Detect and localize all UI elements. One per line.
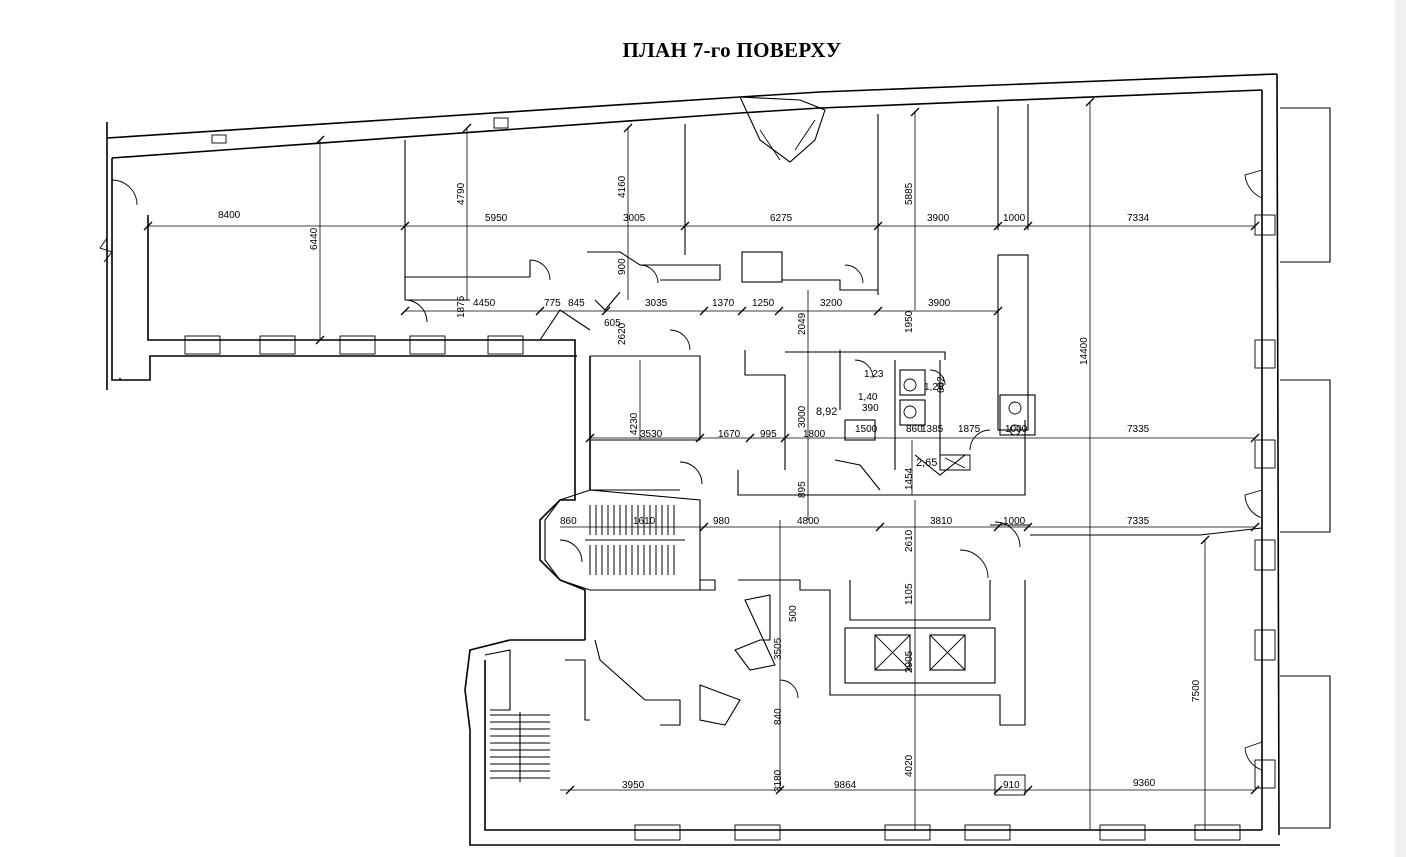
dim-label: 1610 [633, 516, 656, 527]
dim-label: 7335 [1127, 424, 1150, 435]
dim-label: 4020 [904, 754, 915, 777]
dim-label: 845 [568, 298, 585, 309]
dim-label: 1000 [1005, 424, 1028, 435]
dimension-ticks [143, 97, 1260, 795]
dim-label: 980 [713, 516, 730, 527]
dim-label: 3005 [623, 213, 646, 224]
dim-label: 1500 [855, 424, 878, 435]
lower-partitions [484, 521, 1263, 841]
dim-label: 3810 [930, 516, 953, 527]
dim-label: 900 [617, 258, 628, 275]
plan-title: ПЛАН 7-го ПОВЕРХУ [622, 38, 842, 62]
dim-label: 2905 [904, 650, 915, 673]
dim-label: 775 [544, 298, 561, 309]
dim-label: 1370 [712, 298, 735, 309]
dim-label: 3900 [927, 213, 950, 224]
dim-label: 4790 [456, 182, 467, 205]
dim-label: 6440 [309, 227, 320, 250]
dim-label: 1000 [1003, 213, 1026, 224]
dim-label: 4450 [473, 298, 496, 309]
page-edge [1395, 0, 1406, 857]
dim-label: 14400 [1079, 337, 1090, 365]
dim-label: 995 [760, 429, 777, 440]
break-line [99, 237, 113, 263]
stairs [544, 489, 716, 591]
dim-label: 5950 [485, 213, 508, 224]
dim-label: 9864 [834, 780, 857, 791]
dim-label: 5885 [904, 182, 915, 205]
dim-label: 7500 [1191, 679, 1202, 702]
dim-label: 910 [1003, 780, 1020, 791]
dim-label: 6275 [770, 213, 793, 224]
dim-label: 1875 [958, 424, 981, 435]
dim-label: 840 [773, 708, 784, 725]
dim-label: 3505 [773, 637, 784, 660]
dim-label: 602 [936, 376, 947, 393]
dim-label: 1250 [752, 298, 775, 309]
dimension-labels: 8400 5950 3005 6275 3900 1000 7334 4450 … [218, 175, 1202, 792]
dim-label: 895 [797, 481, 808, 498]
dim-label: 3900 [928, 298, 951, 309]
dim-label: 1670 [718, 429, 741, 440]
dim-label: 1,23 [864, 369, 884, 380]
dim-label: 3000 [797, 405, 808, 428]
outer-walls [106, 73, 1280, 846]
right-bays [1244, 107, 1331, 829]
dim-label: 2049 [797, 312, 808, 335]
dim-label: 3200 [820, 298, 843, 309]
dim-label: 2620 [617, 322, 628, 345]
dim-label: 9360 [1133, 778, 1156, 789]
dim-label: 860 [906, 424, 923, 435]
area-label: 8,92 [816, 406, 837, 418]
dim-label: 3180 [773, 769, 784, 792]
middle-partitions [590, 254, 1036, 496]
dim-label: 1800 [803, 429, 826, 440]
dim-label: 3530 [640, 429, 663, 440]
dim-label: 8400 [218, 210, 241, 221]
dim-label: 500 [788, 605, 799, 622]
dim-label: 390 [862, 403, 879, 414]
dim-label: 4160 [617, 175, 628, 198]
dim-label: 1875 [456, 295, 467, 318]
dim-label: 7334 [1127, 213, 1150, 224]
dim-label: 860 [560, 516, 577, 527]
dim-label: 7335 [1127, 516, 1150, 527]
dim-label: 1950 [904, 310, 915, 333]
dim-label: 3950 [622, 780, 645, 791]
dim-label: 4230 [629, 412, 640, 435]
dim-label: 1385 [921, 424, 944, 435]
dim-label: 2610 [904, 529, 915, 552]
dim-label: 1000 [1003, 516, 1026, 527]
dim-label: 1454 [904, 467, 915, 490]
dim-label: 1,40 [858, 392, 878, 403]
dim-label: 3035 [645, 298, 668, 309]
dim-label: 1105 [904, 583, 915, 605]
dim-label: 4800 [797, 516, 820, 527]
dim-label: 605 [604, 318, 621, 329]
area-label: 2,65 [916, 457, 937, 469]
dim-label: 1,28 [924, 382, 944, 393]
top-wing-partitions [111, 96, 1029, 355]
